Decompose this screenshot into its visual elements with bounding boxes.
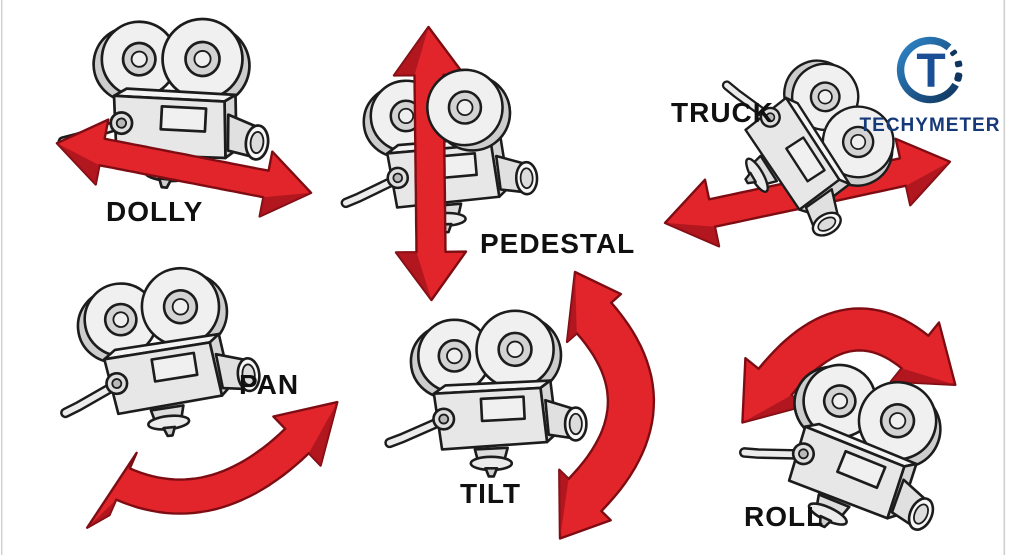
- panel-pan: PAN: [52, 261, 339, 529]
- label-tilt: TILT: [460, 478, 521, 509]
- left-frame-line: [1, 0, 3, 555]
- logo-ring-dash-icon: [950, 49, 958, 57]
- dolly-arrowhead-shade: [56, 143, 100, 185]
- label-pan: PAN: [239, 369, 299, 400]
- tilt-arrowhead-shade: [559, 469, 569, 539]
- panel-tilt: TILT: [390, 270, 656, 540]
- pedestal-arrowhead-shade: [396, 252, 432, 300]
- label-pedestal: PEDESTAL: [480, 228, 635, 259]
- logo-wordmark: TECHYMETER: [860, 115, 1001, 136]
- truck-arrowhead-shade: [906, 161, 950, 206]
- pan-camera-illustration: [52, 261, 265, 446]
- dolly-arrow-illustration: [55, 118, 313, 218]
- label-roll: ROLL: [744, 501, 824, 532]
- roll-arrowhead-shade: [891, 368, 956, 385]
- roll-arrowhead-shade: [742, 395, 805, 423]
- panel-dolly: DOLLY: [55, 6, 313, 227]
- right-frame-line: [1003, 0, 1006, 555]
- roll-arrow-illustration: [741, 307, 957, 424]
- pan-arrowhead-shade: [308, 402, 338, 466]
- tilt-camera-illustration: [390, 311, 587, 477]
- tilt-arrow-illustration: [558, 270, 656, 540]
- pan-arrow-band: [86, 400, 339, 529]
- truck-arrowhead-shade: [665, 222, 719, 247]
- brand-logo: T TECHYMETER: [860, 36, 1001, 136]
- pan-arrowhead-shade: [87, 499, 117, 528]
- pan-arrow-illustration: [86, 400, 339, 529]
- panel-truck: TRUCK: [663, 25, 952, 257]
- panel-pedestal: PEDESTAL: [341, 25, 635, 302]
- pedestal-arrowhead-shade: [394, 27, 429, 76]
- logo-ring-dash-icon: [954, 72, 963, 82]
- panel-roll: ROLL: [730, 307, 978, 555]
- label-truck: TRUCK: [671, 97, 774, 128]
- logo-monogram: T: [916, 45, 945, 98]
- logo-ring-dash-icon: [954, 60, 963, 68]
- label-dolly: DOLLY: [106, 196, 203, 227]
- logo-ring-icon: [896, 36, 959, 104]
- dolly-arrowhead-shade: [259, 192, 312, 217]
- tilt-arrowhead-shade: [567, 272, 577, 342]
